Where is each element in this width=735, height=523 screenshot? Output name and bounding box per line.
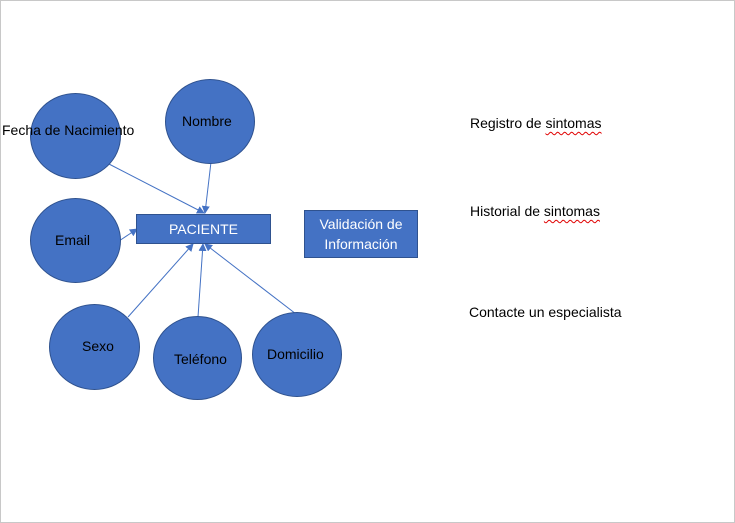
connector-domicilio [204,243,297,315]
connector-nombre [201,161,212,214]
paciente-entity-label: PACIENTE [169,221,238,237]
historial-sintomas-word: sintomas [543,203,600,219]
connector-sexo [127,243,194,318]
fecha-nacimiento-label: Fecha de Nacimiento [2,122,135,138]
telefono-label: Teléfono [174,351,227,367]
connector-email [118,228,138,242]
domicilio-node[interactable] [252,312,342,397]
sexo-node[interactable] [49,304,140,390]
email-node[interactable] [30,198,121,283]
connector-fecha-nacimiento [106,162,205,214]
nombre-node[interactable] [165,79,255,164]
connector-telefono [197,243,207,318]
contacte-especialista-option[interactable]: Contacte un especialista [469,304,622,320]
registro-sintomas-word: sintomas [545,115,602,131]
registro-sintomas-prefix: Registro de [470,115,546,131]
sexo-label: Sexo [82,338,114,354]
historial-sintomas-prefix: Historial de [470,203,544,219]
telefono-node[interactable] [153,316,242,400]
validacion-line-1: Validación de [319,216,403,232]
fecha-nacimiento-node[interactable] [30,93,121,179]
domicilio-label: Domicilio [267,346,324,362]
validacion-line-2: Información [324,236,398,252]
registro-sintomas-option[interactable]: Registro de sintomas [470,115,602,131]
email-label: Email [55,232,91,248]
paciente-entity-box[interactable]: PACIENTE [136,214,271,244]
validacion-informacion-box[interactable]: Validación de Información [304,210,418,258]
nombre-label: Nombre [182,113,232,129]
historial-sintomas-option[interactable]: Historial de sintomas [470,203,600,219]
